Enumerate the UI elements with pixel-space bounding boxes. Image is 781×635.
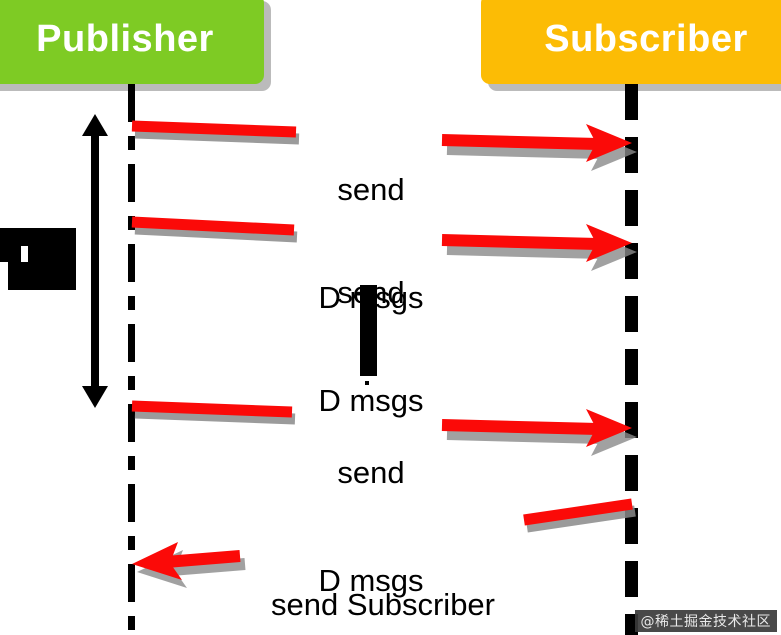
participant-label-publisher: Publisher	[36, 17, 214, 60]
annotation-arrow-2-right	[440, 218, 650, 274]
lifeline-subscriber	[625, 84, 638, 635]
message-label-2-line1: send	[337, 275, 405, 310]
participant-label-subscriber: Subscriber	[544, 17, 748, 60]
lifeline-publisher	[128, 84, 135, 635]
annotation-arrow-4-left	[126, 540, 256, 596]
annotation-stroke-3-left	[128, 394, 308, 426]
arrow-head-down-icon	[82, 386, 108, 408]
annotation-stroke-1-left	[128, 112, 308, 145]
participant-box-publisher[interactable]: Publisher	[0, 0, 264, 84]
message-label-2: send D msgs	[296, 203, 446, 491]
message-label-3: send D msgs	[296, 383, 446, 635]
message-label-1: send D msgs	[296, 100, 446, 388]
message-label-2-line2: D msgs	[318, 383, 424, 418]
message-label-3-line2: D msgs	[318, 563, 424, 598]
annotation-arrow-1-right	[440, 118, 650, 174]
cropped-glyph	[0, 228, 78, 290]
vertical-ellipsis-dot	[365, 381, 369, 385]
message-label-4: send Subscriber Results	[250, 515, 516, 635]
arrow-head-up-icon	[82, 114, 108, 136]
message-label-1-line1: send	[337, 172, 405, 207]
vertical-ellipsis-bar	[360, 285, 377, 376]
annotation-stroke-2-left	[128, 210, 308, 243]
arrow-shaft	[91, 128, 99, 394]
annotation-arrow-3-right	[440, 403, 650, 459]
watermark: @稀土掘金技术社区	[634, 610, 777, 632]
participant-box-subscriber[interactable]: Subscriber	[481, 0, 781, 84]
watermark-text: @稀土掘金技术社区	[640, 614, 771, 630]
message-label-3-line1: send	[337, 455, 405, 490]
repeat-span-arrow	[82, 114, 108, 408]
message-label-4-line1: send Subscriber	[270, 587, 495, 622]
annotation-stroke-4-right	[520, 498, 650, 533]
message-label-1-line2: D msgs	[318, 280, 424, 315]
